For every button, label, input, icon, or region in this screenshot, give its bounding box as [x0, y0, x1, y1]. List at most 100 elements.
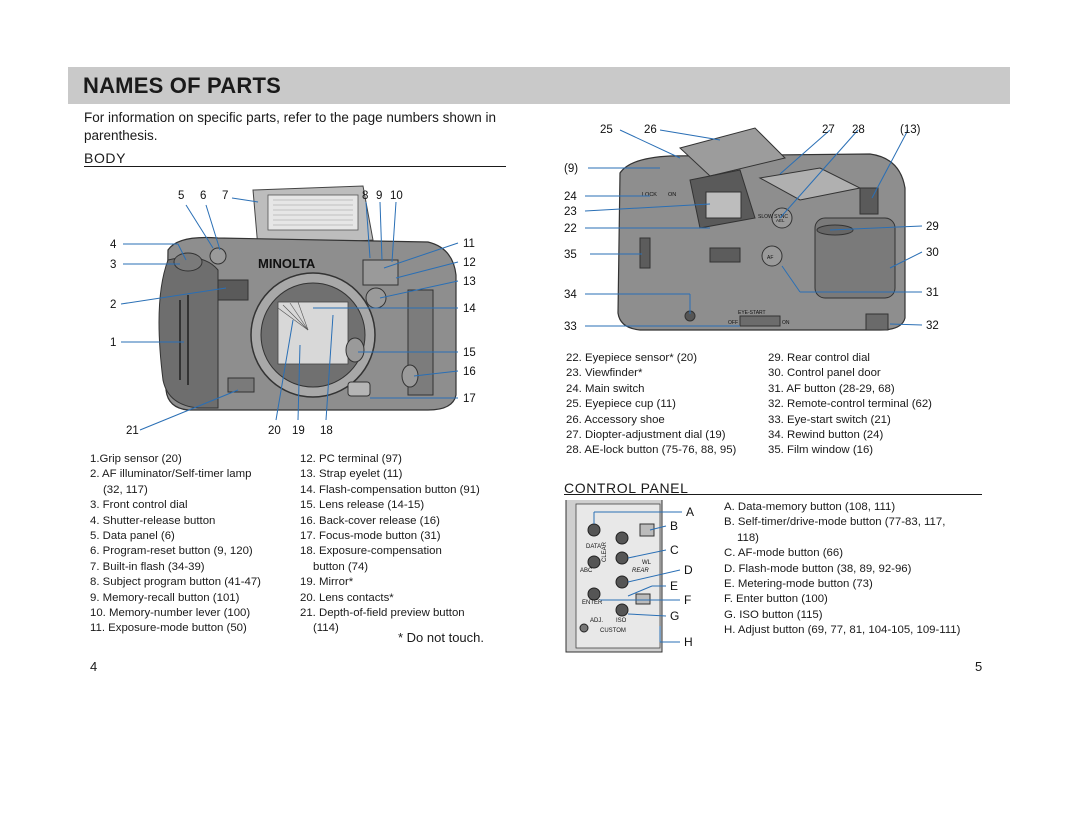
- af-marking: AF: [767, 255, 773, 261]
- callout-c: C: [670, 543, 679, 557]
- list-item: (32, 117): [103, 483, 148, 496]
- callout-8: 8: [362, 190, 368, 202]
- iso-marking: ISO: [616, 618, 627, 624]
- list-item: E. Metering-mode button (73): [724, 578, 873, 591]
- rear-marking: REAR: [632, 568, 649, 574]
- callout-e: E: [670, 579, 678, 593]
- list-item: 25. Eyepiece cup (11): [566, 398, 676, 411]
- list-item: 16. Back-cover release (16): [300, 514, 440, 527]
- body-callout-lines: [120, 197, 459, 431]
- list-item: 5. Data panel (6): [90, 530, 175, 543]
- callout-20: 20: [268, 425, 281, 437]
- off-marking: OFF: [728, 320, 738, 326]
- back-parts-list-2: 29. Rear control dial 30. Control panel …: [768, 351, 932, 459]
- list-item: 27. Diopter-adjustment dial (19): [566, 429, 726, 442]
- callout-7: 7: [222, 190, 228, 202]
- callout-28: 28: [852, 124, 865, 136]
- callout-9-back: (9): [564, 163, 578, 175]
- camera-front-figure: MINOLTA: [110, 185, 476, 437]
- list-item: 10. Memory-number lever (100): [90, 607, 251, 620]
- list-item: 32. Remote-control terminal (62): [768, 398, 932, 411]
- callout-30: 30: [926, 247, 939, 259]
- list-item: 118): [737, 531, 759, 544]
- body-parts-list-2: 12. PC terminal (97) 13. Strap eyelet (1…: [300, 452, 480, 637]
- list-item: 26. Accessory shoe: [566, 413, 665, 426]
- list-item: 18. Exposure-compensation: [300, 545, 442, 558]
- body-callout-numbers: 5 6 7 8 9 10 4 3 2 1 21 11 12 13 14 15 1…: [110, 190, 476, 437]
- control-panel-heading-rule: [564, 494, 982, 495]
- list-item: 12. PC terminal (97): [300, 453, 402, 465]
- callout-33: 33: [564, 321, 577, 333]
- list-item: 6. Program-reset button (9, 120): [90, 545, 253, 558]
- list-item: 31. AF button (28-29, 68): [768, 382, 895, 395]
- back-callout-lines: [584, 129, 923, 327]
- list-item: B. Self-timer/drive-mode button (77-83, …: [724, 516, 946, 529]
- callout-17: 17: [463, 393, 476, 405]
- list-item: 33. Eye-start switch (21): [768, 413, 891, 426]
- callout-21: 21: [126, 425, 139, 437]
- list-item: 4. Shutter-release button: [90, 514, 216, 527]
- callout-19: 19: [292, 425, 305, 437]
- lock-marking: LOCK: [642, 192, 657, 198]
- ael-marking: AEL: [776, 218, 785, 223]
- callout-13: 13: [463, 276, 476, 288]
- list-item: H. Adjust button (69, 77, 81, 104-105, 1…: [724, 624, 961, 637]
- list-item: 24. Main switch: [566, 382, 645, 395]
- list-item: 7. Built-in flash (34-39): [90, 560, 205, 573]
- control-panel-heading: CONTROL PANEL: [564, 480, 689, 496]
- list-item: 29. Rear control dial: [768, 352, 870, 364]
- callout-27: 27: [822, 124, 835, 136]
- list-item: 28. AE-lock button (75-76, 88, 95): [566, 444, 737, 457]
- slow-sync-marking: SLOW SYNC: [758, 214, 788, 220]
- list-item: 8. Subject program button (41-47): [90, 576, 261, 589]
- page-number-left: 4: [90, 659, 98, 674]
- callout-f: F: [684, 593, 691, 607]
- callout-g: G: [670, 609, 679, 623]
- list-item: 11. Exposure-mode button (50): [90, 622, 247, 635]
- list-item: 14. Flash-compensation button (91): [300, 483, 480, 496]
- callout-32: 32: [926, 320, 939, 332]
- callout-25: 25: [600, 124, 613, 136]
- list-item: 13. Strap eyelet (11): [300, 468, 403, 481]
- adj-marking: ADJ.: [590, 618, 603, 624]
- list-item: 2. AF illuminator/Self-timer lamp: [90, 468, 252, 481]
- callout-2: 2: [110, 299, 116, 311]
- callout-d: D: [684, 563, 693, 577]
- list-item: 17. Focus-mode button (31): [300, 530, 441, 543]
- abc-marking: ABC: [580, 568, 593, 574]
- list-item: F. Enter button (100): [724, 593, 828, 606]
- section-title-bar: NAMES OF PARTS: [68, 67, 1010, 104]
- enter-marking: ENTER: [582, 600, 603, 606]
- callout-6: 6: [200, 190, 206, 202]
- callout-9: 9: [376, 190, 382, 202]
- callout-a: A: [686, 505, 694, 519]
- callout-35: 35: [564, 249, 577, 261]
- back-callout-numbers: 25 26 27 28 (13) (9) 24 23 22 35 34 33 2…: [564, 124, 939, 333]
- back-parts-list-1: 22. Eyepiece sensor* (20) 23. Viewfinder…: [566, 351, 736, 459]
- clear-marking: CLEAR: [602, 541, 608, 562]
- list-item: 9. Memory-recall button (101): [90, 591, 240, 604]
- wl-marking: WL: [642, 560, 652, 566]
- callout-b: B: [670, 519, 678, 533]
- list-item: 22. Eyepiece sensor* (20): [566, 352, 698, 364]
- list-item: button (74): [313, 560, 369, 573]
- callout-4: 4: [110, 239, 117, 251]
- callout-15: 15: [463, 347, 476, 359]
- list-item: 21. Depth-of-field preview button: [300, 607, 465, 620]
- callout-h: H: [684, 635, 693, 649]
- callout-3: 3: [110, 259, 116, 271]
- callout-24: 24: [564, 191, 577, 203]
- callout-34: 34: [564, 289, 577, 301]
- control-panel-parts-list: A. Data-memory button (108, 111) B. Self…: [724, 500, 960, 639]
- camera-back-figure: LOCK ON SLOW SYNC AEL AF EYE-START OFF O…: [564, 124, 939, 333]
- control-callout-lines: [593, 511, 682, 643]
- callout-29: 29: [926, 221, 939, 233]
- callout-5: 5: [178, 190, 184, 202]
- intro-text: For information on specific parts, refer…: [84, 110, 496, 143]
- callout-26: 26: [644, 124, 657, 136]
- list-item: 34. Rewind button (24): [768, 429, 884, 442]
- body-heading: BODY: [84, 150, 127, 166]
- brand-logo: MINOLTA: [258, 256, 316, 271]
- callout-23: 23: [564, 206, 577, 218]
- list-item: 1.Grip sensor (20): [90, 453, 182, 465]
